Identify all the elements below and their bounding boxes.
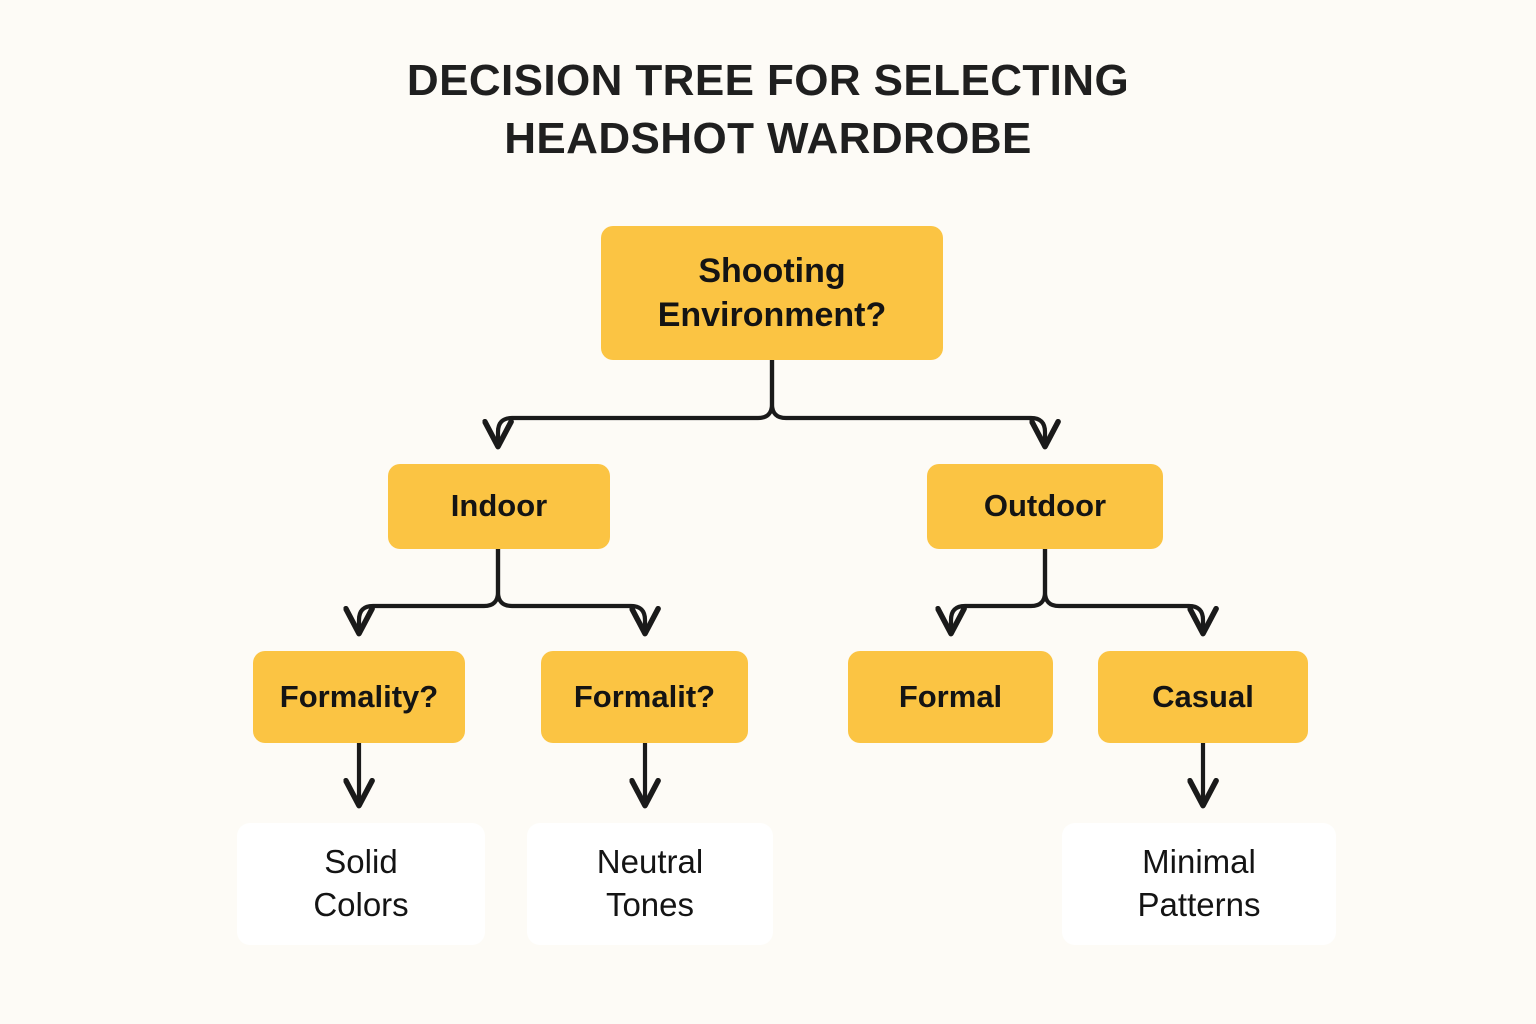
node-label: Neutral Tones — [596, 843, 704, 923]
edge-outdoor-casual — [1042, 549, 1203, 631]
node-solid-colors[interactable]: Solid Colors — [237, 823, 485, 945]
node-label: Indoor — [450, 488, 548, 524]
node-label: Solid Colors — [313, 843, 409, 923]
edge-root-outdoor — [769, 360, 1045, 444]
node-casual[interactable]: Casual — [1098, 651, 1308, 743]
page-title: DECISION TREE FOR SELECTING HEADSHOT WAR… — [406, 56, 1130, 164]
node-formality-indoor-left[interactable]: Formality? — [253, 651, 465, 743]
edge-outdoor-formal — [951, 549, 1048, 631]
edge-indoor-formality-2 — [495, 549, 645, 631]
node-neutral-tones[interactable]: Neutral Tones — [527, 823, 773, 945]
node-label: Outdoor — [983, 488, 1107, 524]
node-label: Formal — [898, 678, 1003, 714]
edge-indoor-formality-1 — [359, 549, 501, 631]
node-outdoor[interactable]: Outdoor — [927, 464, 1163, 549]
node-label: Shooting Environment? — [657, 251, 887, 334]
node-label: Formality? — [279, 678, 439, 714]
node-label: Formalit? — [573, 678, 716, 714]
node-label: Casual — [1152, 678, 1254, 714]
node-shooting-environment[interactable]: Shooting Environment? — [601, 226, 943, 360]
node-formality-indoor-right[interactable]: Formalit? — [541, 651, 748, 743]
edge-root-indoor — [498, 360, 775, 444]
node-minimal-patterns[interactable]: Minimal Patterns — [1062, 823, 1336, 945]
node-indoor[interactable]: Indoor — [388, 464, 610, 549]
node-label: Minimal Patterns — [1137, 843, 1261, 923]
node-formal[interactable]: Formal — [848, 651, 1053, 743]
